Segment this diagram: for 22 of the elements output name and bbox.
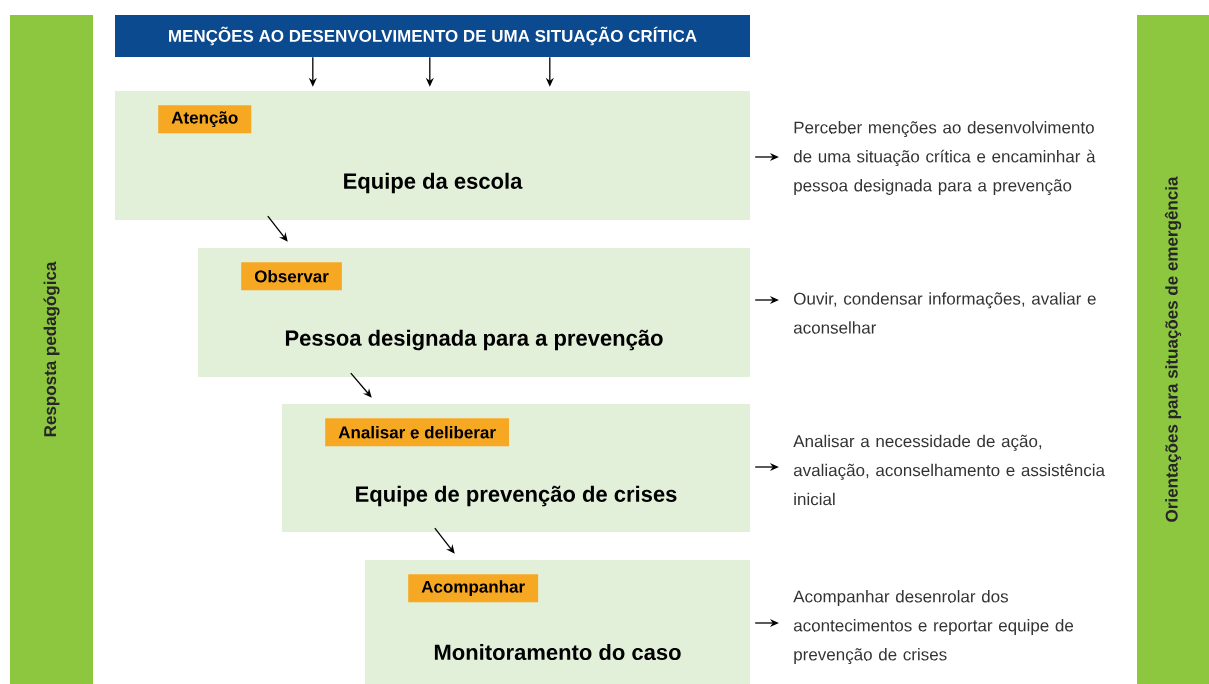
description-text: Ouvir, condensar informações, avaliar e aconselhar — [793, 292, 1096, 334]
process-box — [365, 560, 750, 684]
process-box — [282, 404, 750, 532]
description-text: Analisar a necessidade de ação, avaliação, aconselhamento e assistência inicial — [793, 434, 1105, 506]
title-banner: MENÇÕES AO DESENVOLVIMENTO DE UMA SITUAÇÃO CRÍTICA — [115, 15, 750, 57]
description-text: Perceber menções ao desenvolvimento de uma situação crítica e encaminhar à pessoa designada para a prevenção — [793, 121, 1096, 195]
process-box — [115, 91, 750, 220]
arrow — [267, 215, 288, 242]
process-box — [198, 248, 750, 377]
step-tag: Analisar e deliberar — [325, 418, 509, 447]
arrow — [350, 372, 372, 398]
step-tag: Atenção — [158, 105, 252, 134]
box-title: Equipe da escola — [344, 172, 523, 194]
description-text: Acompanhar desenrolar dos acontecimentos e reportar equipe de prevenção de crises — [793, 590, 1074, 664]
step-tag: Observar — [241, 262, 342, 291]
box-title: Pessoa designada para a prevenção — [285, 329, 663, 351]
box-title: Equipe de prevenção de crises — [356, 485, 677, 507]
step-tag: Acompanhar — [408, 574, 539, 603]
side-band: Orientações para situações de emergência — [1137, 15, 1209, 684]
arrow — [434, 527, 455, 554]
side-band: Resposta pedagógica — [10, 15, 93, 684]
box-title: Monitoramento do caso — [434, 643, 681, 661]
